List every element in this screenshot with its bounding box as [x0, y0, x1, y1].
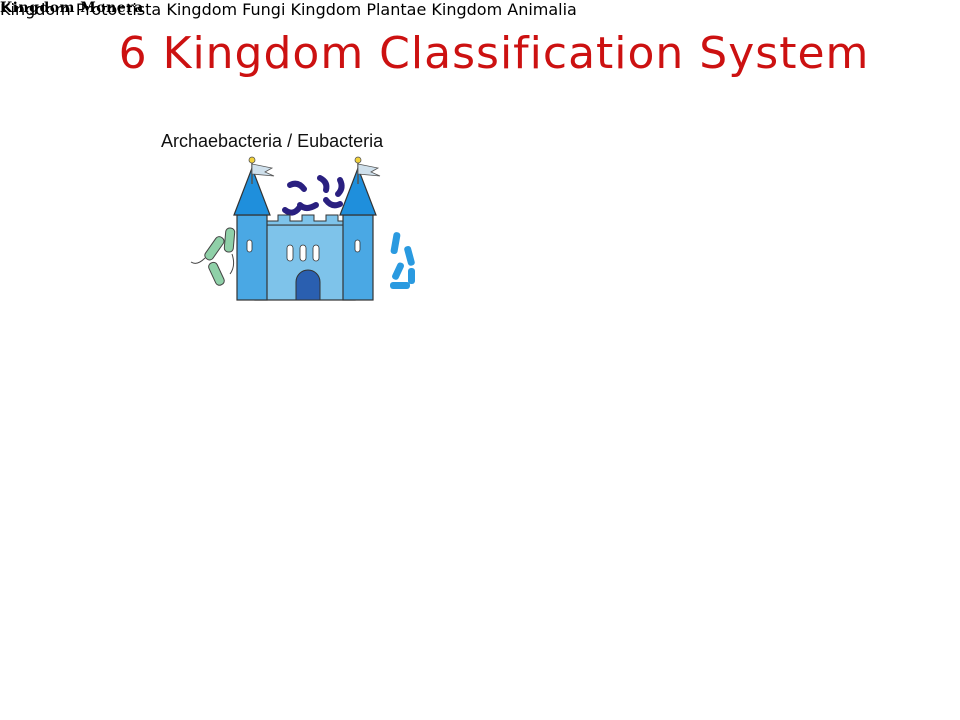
label-fungi: Kingdom Fungi	[166, 0, 286, 19]
flagellated-bacteria	[190, 227, 236, 286]
label-plantae: Kingdom Plantae	[290, 0, 427, 19]
label-protoctista: Kingdom Protoctista	[0, 0, 162, 19]
label-animalia: Kingdom Animalia	[431, 0, 577, 19]
castle-monera	[190, 156, 415, 301]
bacteria-caption: Archaebacteria / Eubacteria	[161, 131, 384, 151]
rod-bacteria	[390, 232, 415, 289]
label-monera: Kingdom Monera	[0, 0, 144, 16]
page-title: 6 Kingdom Classification System	[118, 28, 870, 79]
